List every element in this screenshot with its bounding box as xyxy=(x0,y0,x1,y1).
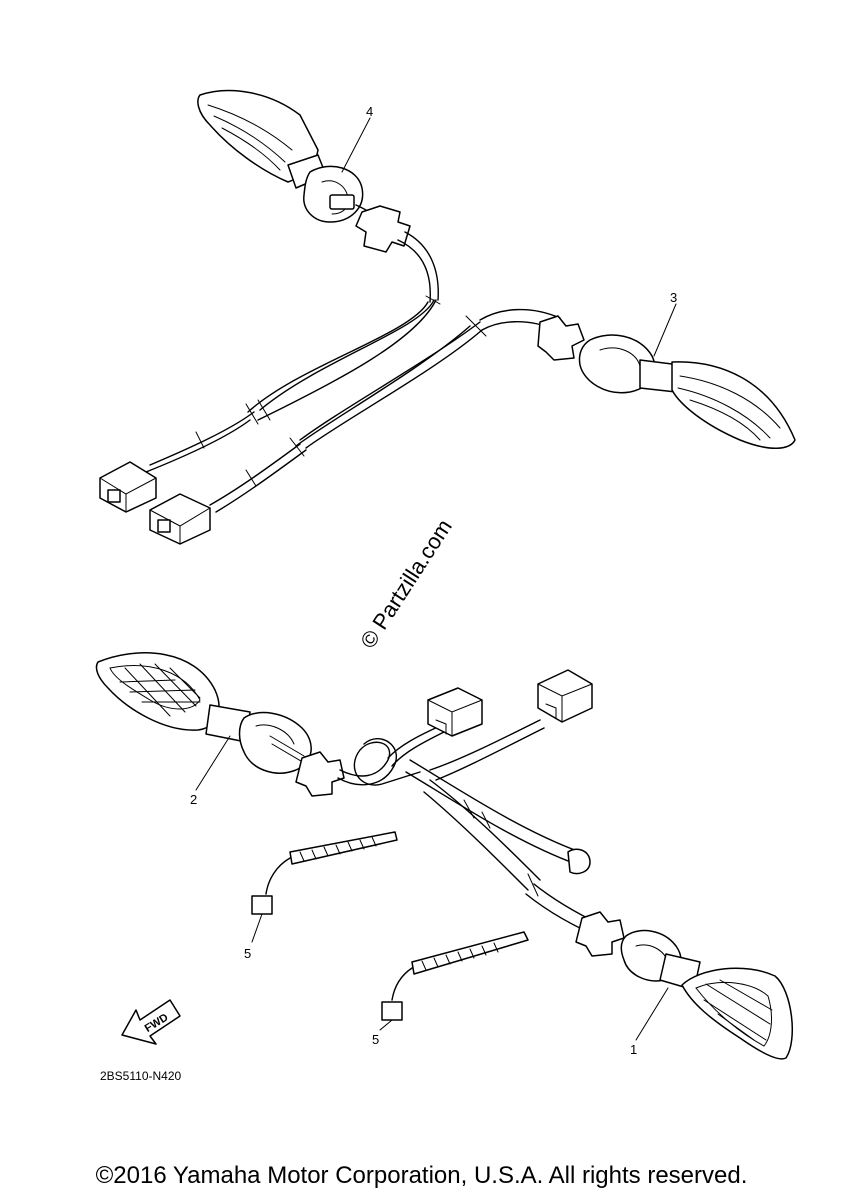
callout-1: 1 xyxy=(630,987,669,1057)
connector-left-upper xyxy=(99,461,157,513)
svg-text:2: 2 xyxy=(190,792,197,807)
callout-5b: 5 xyxy=(372,1019,393,1047)
part-3-wiring xyxy=(209,308,585,513)
connector-front-b xyxy=(537,669,593,723)
svg-text:3: 3 xyxy=(670,290,677,305)
fwd-arrow-icon: FWD xyxy=(121,999,181,1045)
part-3-turn-signal[interactable] xyxy=(578,334,796,449)
front-harness xyxy=(405,719,625,957)
callout-2: 2 xyxy=(190,735,231,807)
part-5-cable-tie-right[interactable] xyxy=(381,931,529,1021)
part-2-turn-signal[interactable] xyxy=(95,652,312,774)
part-2-wiring xyxy=(295,725,445,797)
part-5-cable-tie-left[interactable] xyxy=(251,831,398,915)
copyright-notice: ©2016 Yamaha Motor Corporation, U.S.A. A… xyxy=(95,1162,748,1189)
diagram-code: 2BS5110-N420 xyxy=(100,1069,181,1083)
connector-left-lower xyxy=(149,493,211,545)
part-4-turn-signal[interactable] xyxy=(197,89,364,223)
connector-front-a xyxy=(427,687,483,737)
svg-text:4: 4 xyxy=(366,104,373,119)
callout-4: 4 xyxy=(341,104,373,173)
part-4-wiring xyxy=(145,204,441,473)
watermark: © Partzilla.com xyxy=(355,515,457,653)
callout-3: 3 xyxy=(653,290,677,357)
svg-text:5: 5 xyxy=(372,1032,379,1047)
svg-text:5: 5 xyxy=(244,946,251,961)
svg-text:1: 1 xyxy=(630,1042,637,1057)
callout-5a: 5 xyxy=(244,913,263,961)
part-1-turn-signal[interactable] xyxy=(620,929,793,1060)
